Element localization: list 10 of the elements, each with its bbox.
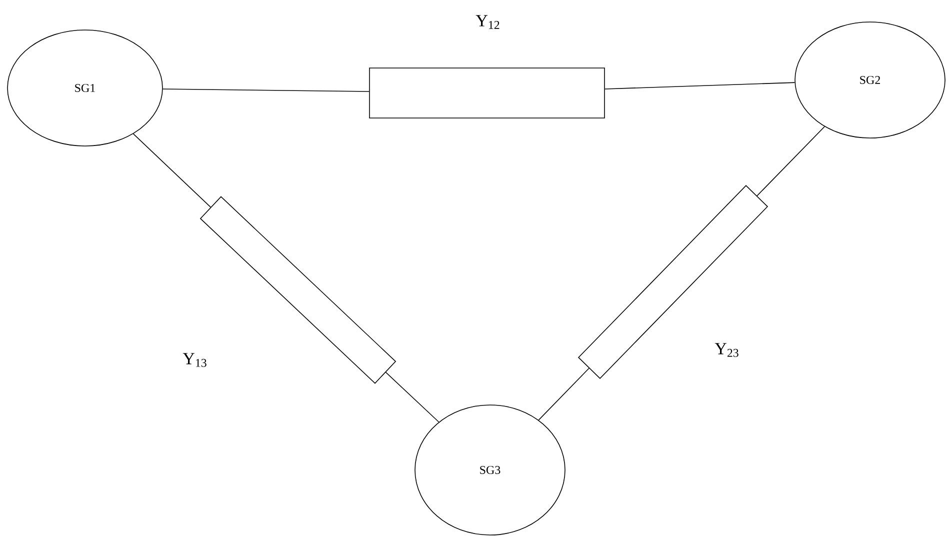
- wire: [162, 88, 370, 92]
- wire: [132, 133, 212, 208]
- wire: [538, 368, 590, 420]
- wire: [604, 82, 796, 90]
- resistor-box: [369, 68, 605, 118]
- wire: [385, 372, 440, 422]
- value-label: Y$_{13}$: [182, 353, 206, 367]
- value-label: Y$_{23}$: [714, 343, 738, 357]
- value-label: Y$_{12}$: [476, 15, 500, 29]
- wire: [756, 126, 825, 196]
